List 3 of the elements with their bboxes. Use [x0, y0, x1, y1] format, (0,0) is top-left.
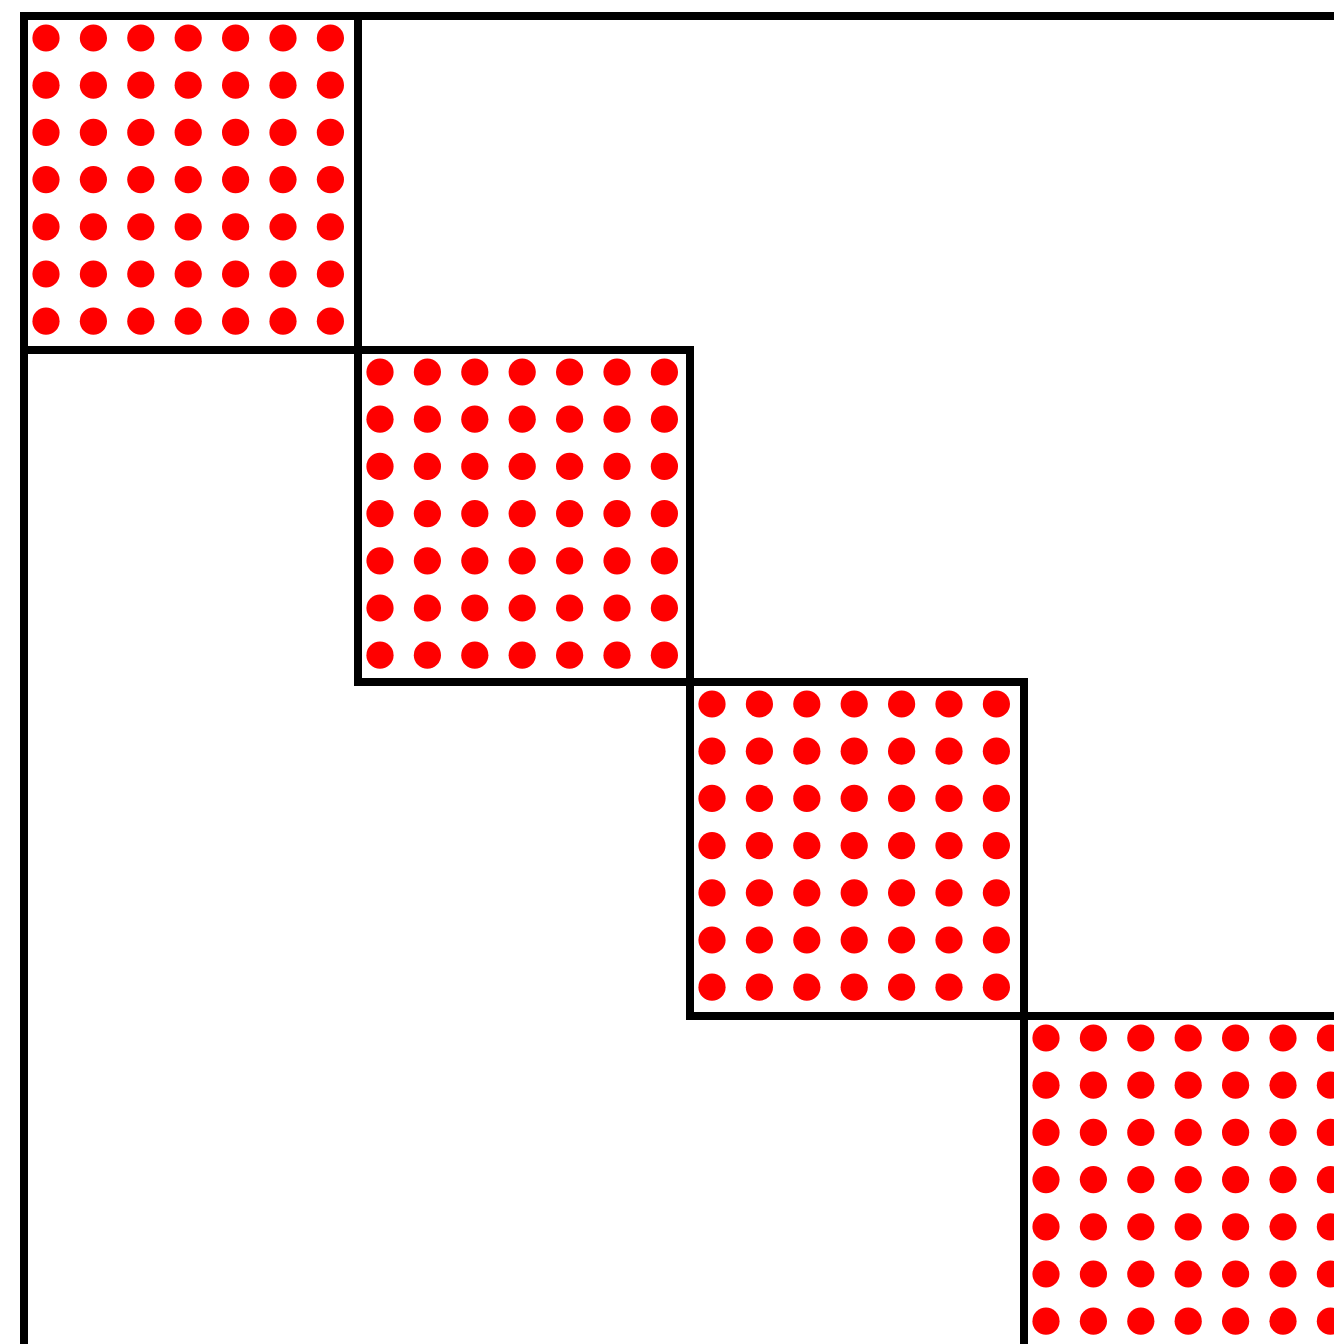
matrix-block: [686, 678, 1029, 1021]
matrix-frame: [20, 12, 1334, 1344]
matrix-block: [353, 345, 695, 687]
